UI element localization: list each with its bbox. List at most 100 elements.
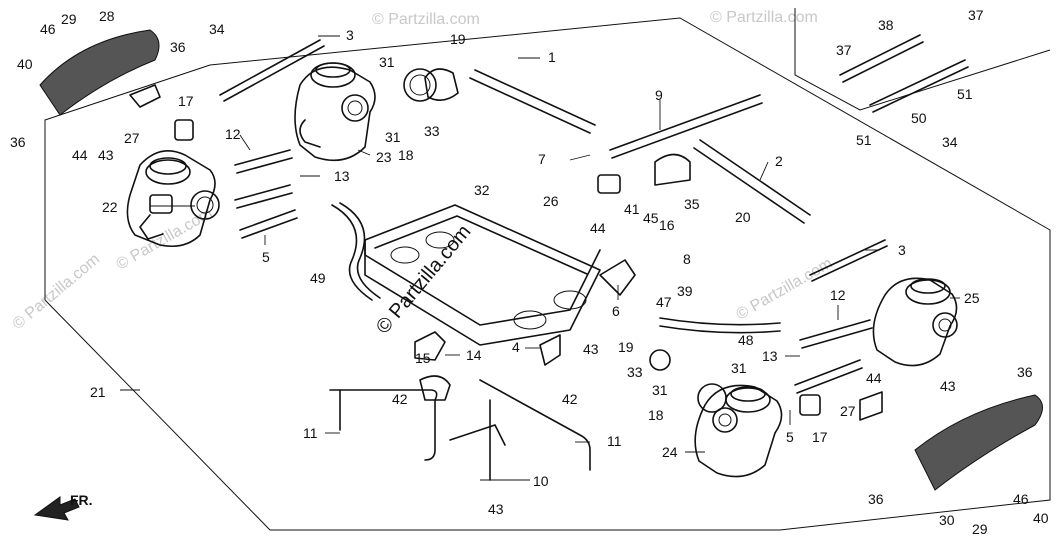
watermark-text: © Partzilla.com bbox=[10, 251, 104, 333]
callout-label: 24 bbox=[662, 444, 678, 460]
linkage-rods bbox=[219, 39, 888, 394]
callout-label: 36 bbox=[868, 491, 884, 507]
callout-label: 29 bbox=[61, 11, 77, 27]
callout-label: 8 bbox=[683, 251, 691, 267]
callout-label: 6 bbox=[612, 303, 620, 319]
callout-label: 31 bbox=[731, 360, 747, 376]
callout-label: 48 bbox=[738, 332, 754, 348]
callout-label: 25 bbox=[964, 290, 980, 306]
cover-30 bbox=[914, 394, 1043, 491]
watermark-text: © Partzilla.com bbox=[372, 11, 480, 28]
callout-label: 42 bbox=[562, 391, 578, 407]
callout-label: 18 bbox=[398, 147, 414, 163]
callout-label: 36 bbox=[170, 39, 186, 55]
callout-label: 29 bbox=[972, 521, 988, 537]
callout-label: 39 bbox=[677, 283, 693, 299]
tube-50-inner bbox=[872, 66, 969, 113]
callout-label: 40 bbox=[17, 56, 33, 72]
callout-label: 16 bbox=[659, 217, 675, 233]
carburetor-left bbox=[126, 149, 220, 248]
callout-label: 46 bbox=[40, 21, 56, 37]
callout-label: 43 bbox=[488, 501, 504, 517]
callout-label: 1 bbox=[548, 49, 556, 65]
callout-label: 31 bbox=[379, 54, 395, 70]
callout-label: 51 bbox=[856, 132, 872, 148]
callout-label: 51 bbox=[957, 86, 973, 102]
callout-label: 18 bbox=[648, 407, 664, 423]
carburetor-bottom bbox=[694, 384, 783, 478]
small-parts bbox=[129, 68, 883, 421]
callout-label: 33 bbox=[627, 364, 643, 380]
callout-labels: 1 2 3 3 4 5 5 6 7 8 9 10 11 11 12 12 13 … bbox=[10, 7, 1049, 537]
callout-label: 10 bbox=[533, 473, 549, 489]
callout-label: 43 bbox=[940, 378, 956, 394]
hose-48 bbox=[659, 317, 781, 326]
callout-label: 4 bbox=[512, 339, 520, 355]
callout-label: 36 bbox=[1017, 364, 1033, 380]
callout-label: 17 bbox=[178, 93, 194, 109]
callout-label: 33 bbox=[424, 123, 440, 139]
callout-label: 26 bbox=[543, 193, 559, 209]
front-direction-arrow: FR. bbox=[33, 492, 93, 521]
callout-label: 13 bbox=[762, 348, 778, 364]
leader-lines bbox=[120, 35, 960, 481]
watermark-text: © Partzilla.com bbox=[710, 9, 818, 26]
watermark-text: © Partzilla.com bbox=[372, 221, 475, 338]
callout-label: 9 bbox=[655, 87, 663, 103]
callout-label: 23 bbox=[376, 149, 392, 165]
callout-label: 32 bbox=[474, 182, 490, 198]
callout-label: 14 bbox=[466, 347, 482, 363]
callout-label: 27 bbox=[124, 130, 140, 146]
callout-label: 37 bbox=[968, 7, 984, 23]
callout-label: 44 bbox=[590, 220, 606, 236]
callout-label: 38 bbox=[878, 17, 894, 33]
callout-label: 34 bbox=[209, 21, 225, 37]
callout-label: 7 bbox=[538, 151, 546, 167]
watermark-text: © Partzilla.com bbox=[114, 205, 216, 274]
carburetor-top bbox=[294, 62, 376, 162]
callout-label: 44 bbox=[866, 370, 882, 386]
callout-label: 20 bbox=[735, 209, 751, 225]
callout-label: 17 bbox=[812, 429, 828, 445]
tube-50 bbox=[869, 59, 966, 106]
callout-label: 27 bbox=[840, 403, 856, 419]
inset-box bbox=[794, 8, 1051, 111]
callout-label: 49 bbox=[310, 270, 326, 286]
callout-label: 46 bbox=[1013, 491, 1029, 507]
callout-label: 43 bbox=[98, 147, 114, 163]
pipe-38-inner bbox=[842, 41, 924, 83]
callout-label: 40 bbox=[1033, 510, 1049, 526]
callout-label: 31 bbox=[385, 129, 401, 145]
callout-label: 28 bbox=[99, 8, 115, 24]
callout-label: 35 bbox=[684, 196, 700, 212]
callout-label: 31 bbox=[652, 382, 668, 398]
callout-label: 3 bbox=[346, 27, 354, 43]
assembly-outline bbox=[44, 17, 1051, 531]
callout-label: 2 bbox=[775, 153, 783, 169]
callout-label: 42 bbox=[392, 391, 408, 407]
fuel-lines bbox=[329, 379, 591, 481]
callout-label: 5 bbox=[786, 429, 794, 445]
callout-label: 36 bbox=[10, 134, 26, 150]
callout-label: 11 bbox=[303, 425, 318, 441]
callout-label: 12 bbox=[830, 287, 846, 303]
callout-label: 13 bbox=[334, 168, 350, 184]
callout-label: 11 bbox=[607, 433, 622, 449]
callout-label: 5 bbox=[262, 249, 270, 265]
watermark-text: © Partzilla.com bbox=[734, 255, 836, 324]
air-chamber bbox=[364, 204, 601, 346]
callout-label: 50 bbox=[911, 110, 927, 126]
callout-label: 30 bbox=[939, 512, 955, 528]
callout-label: 44 bbox=[72, 147, 88, 163]
hose-49-inner bbox=[339, 202, 381, 299]
callout-label: 19 bbox=[618, 339, 634, 355]
hose-48-inner bbox=[659, 325, 781, 334]
callout-label: 21 bbox=[90, 384, 106, 400]
callout-label: 34 bbox=[942, 134, 958, 150]
callout-label: 37 bbox=[836, 42, 852, 58]
callout-label: 43 bbox=[583, 341, 599, 357]
callout-label: 45 bbox=[643, 210, 659, 226]
callout-label: 22 bbox=[102, 199, 118, 215]
hose-49 bbox=[331, 204, 373, 301]
